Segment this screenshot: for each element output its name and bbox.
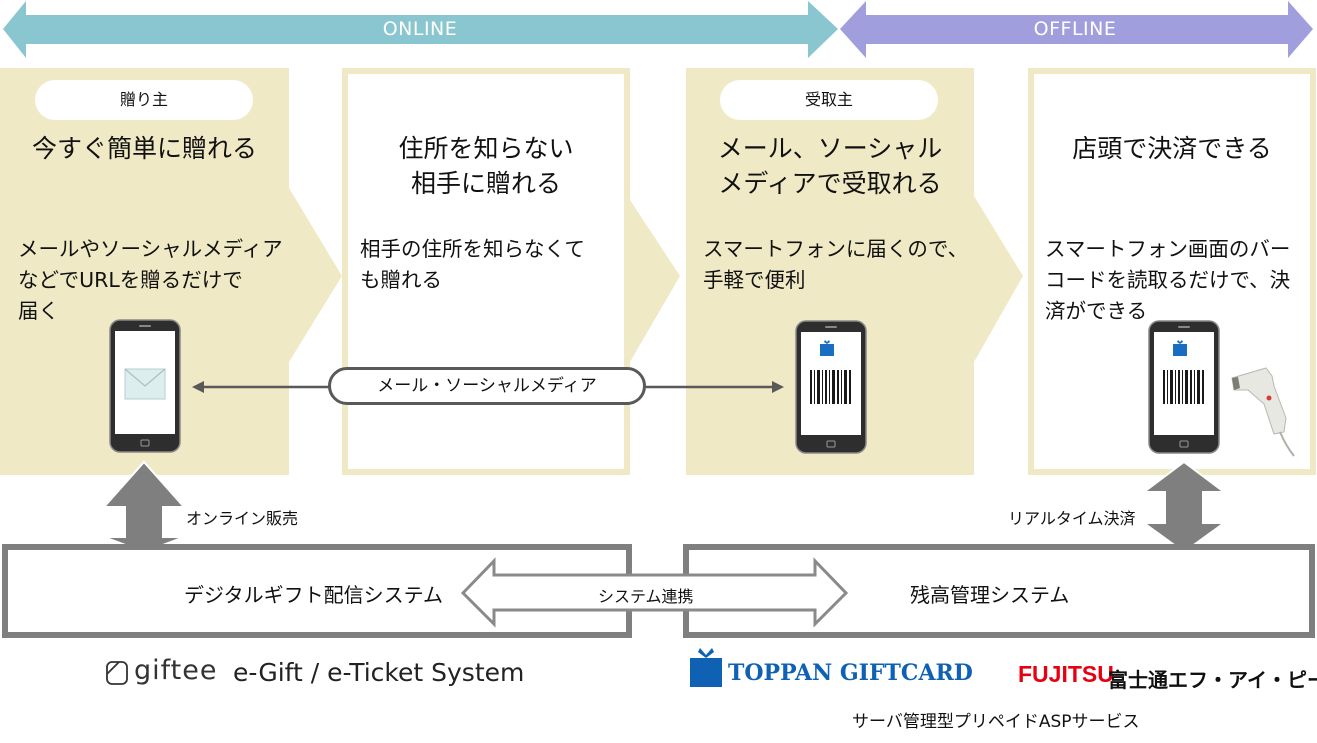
envelope-icon	[124, 368, 166, 400]
step-4-description: スマートフォン画面のバー コードを読取るだけで、決 済ができる	[1045, 234, 1290, 327]
step-3-description: スマートフォンに届くので、 手軽で便利	[703, 234, 968, 296]
step-1-description: メールやソーシャルメディア などでURLを贈るだけで 届く	[18, 234, 283, 327]
offline-band-label: OFFLINE	[1033, 18, 1117, 40]
barcode-icon	[1163, 370, 1204, 404]
step-2-title-line: 相手に贈れる	[410, 169, 561, 198]
gift-box-icon	[820, 340, 834, 356]
online-band-arrow	[3, 1, 838, 58]
barcode-scanner-icon	[1231, 367, 1295, 457]
online-band-label: ONLINE	[382, 18, 458, 40]
step-3-desc-line: スマートフォンに届くので、	[703, 237, 969, 261]
role-badge-sender: 贈り主	[35, 80, 253, 120]
toppan-gift-logo-icon	[690, 648, 722, 687]
step-2-desc-line: 相手の住所を知らなくて	[360, 237, 585, 261]
step-2-title: 住所を知らない 相手に贈れる	[345, 131, 627, 201]
balance-management-system-label: 残高管理システム	[910, 583, 1070, 607]
phone-mail-icon	[109, 319, 181, 453]
system-link-label: システム連携	[598, 587, 694, 606]
step-2-desc-line: も贈れる	[360, 268, 442, 292]
step-1-title-line: 今すぐ簡単に贈れる	[31, 134, 257, 163]
fujitsu-logo: FUJITSU	[1018, 661, 1114, 687]
step-3-desc-line: 手軽で便利	[703, 268, 806, 292]
phone-barcode-icon	[795, 320, 867, 454]
step-4-desc-line: コードを読取るだけで、決	[1045, 268, 1291, 292]
step-1-desc-line: などでURLを贈るだけで	[18, 268, 243, 292]
step-4-title-line: 店頭で決済できる	[1072, 134, 1272, 163]
offline-band-arrow	[840, 1, 1313, 58]
step-3-title-line: メール、ソーシャル	[717, 134, 943, 163]
barcode-icon	[810, 370, 851, 404]
mail-social-media-channel: メール・ソーシャルメディア	[328, 367, 646, 405]
connector-arrowhead-left	[192, 381, 204, 393]
connector-arrowhead-right	[772, 381, 784, 393]
step-panel-2-chevron	[630, 68, 680, 475]
step-2-description: 相手の住所を知らなくて も贈れる	[360, 234, 585, 296]
step-4-desc-line: スマートフォン画面のバー	[1045, 237, 1291, 261]
step-1-desc-line: メールやソーシャルメディア	[18, 237, 283, 261]
toppan-giftcard-logo: TOPPAN GIFTCARD	[728, 660, 973, 686]
step-1-title: 今すぐ簡単に贈れる	[0, 131, 289, 166]
step-1-desc-line: 届く	[18, 299, 59, 323]
online-sales-label: オンライン販売	[186, 509, 299, 528]
realtime-payment-label: リアルタイム決済	[1008, 509, 1136, 528]
step-3-title-line: メディアで受取れる	[718, 169, 942, 198]
step-4-title: 店頭で決済できる	[1031, 131, 1313, 166]
step-panel-1	[0, 68, 342, 475]
giftee-logo-text: giftee	[134, 655, 218, 686]
fujitsu-fip-name: 富士通エフ・アイ・ピー	[1108, 668, 1317, 692]
role-badge-recipient: 受取主	[720, 80, 938, 120]
giftee-system-caption: e-Gift / e-Ticket System	[233, 658, 525, 687]
step-panel-3	[686, 68, 1023, 475]
online-sales-arrow	[101, 460, 187, 554]
giftee-logo-icon	[106, 661, 128, 685]
gift-box-icon	[1173, 340, 1187, 356]
step-4-desc-line: 済ができる	[1045, 299, 1148, 323]
asp-service-caption: サーバ管理型プリペイドASPサービス	[852, 712, 1140, 732]
phone-barcode-scanner-icon	[1148, 320, 1295, 457]
digital-gift-delivery-system-label: デジタルギフト配信システム	[184, 583, 443, 607]
step-panel-2	[342, 68, 630, 475]
step-3-title: メール、ソーシャル メディアで受取れる	[686, 131, 974, 201]
step-2-title-line: 住所を知らない	[398, 134, 574, 163]
realtime-payment-arrow	[1140, 460, 1228, 554]
